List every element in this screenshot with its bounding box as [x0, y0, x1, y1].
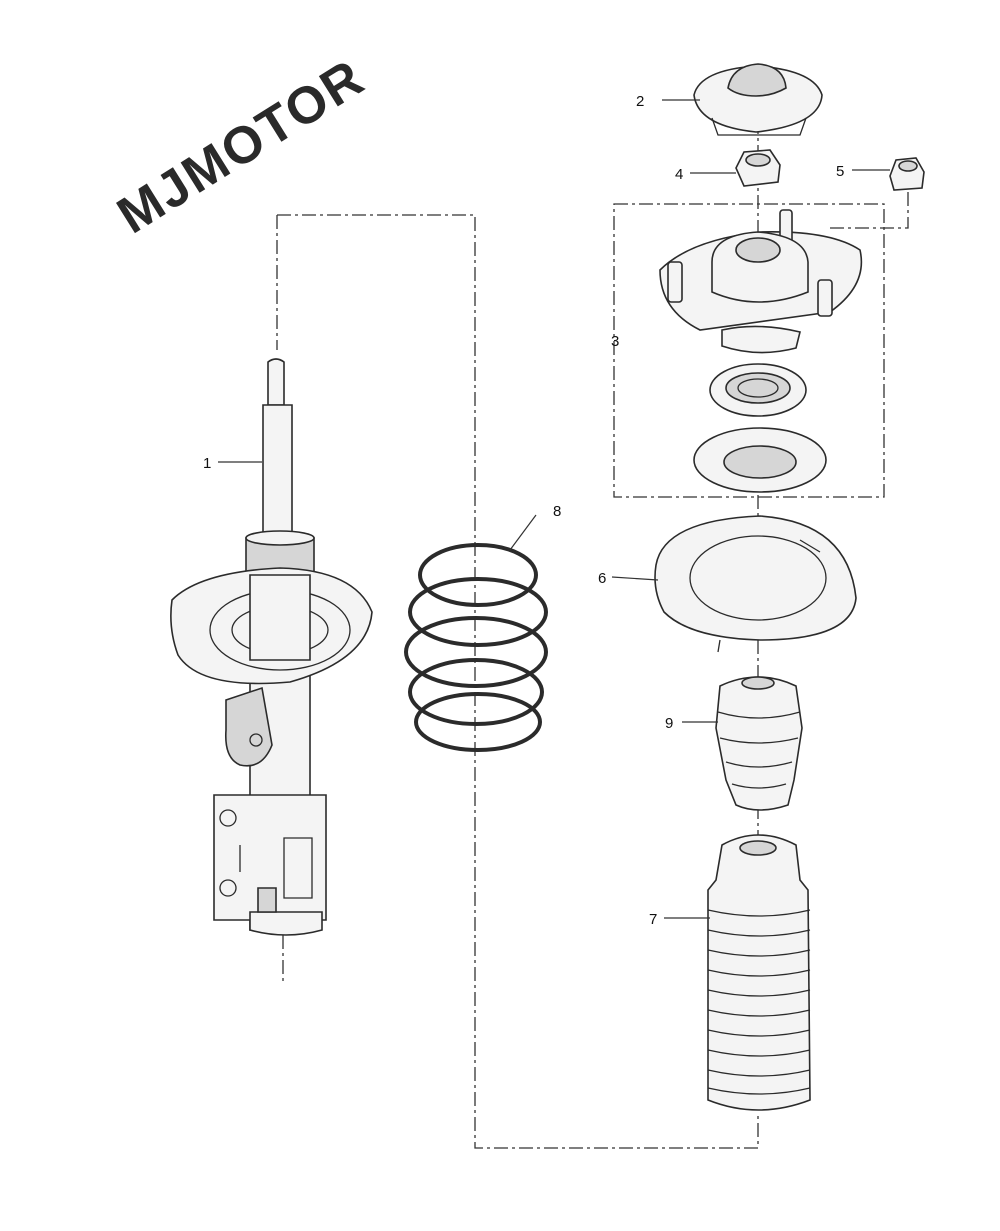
- callout-9: 9: [665, 715, 673, 732]
- callout-7: 7: [649, 911, 657, 928]
- part-7-dust-boot: [707, 834, 811, 1111]
- callout-4: 4: [675, 166, 683, 183]
- part-4-nut: [735, 149, 781, 187]
- callout-5: 5: [836, 163, 844, 180]
- callout-2: 2: [636, 93, 644, 110]
- callout-1: 1: [203, 455, 211, 472]
- callout-3: 3: [611, 333, 619, 350]
- callout-labels: 2 4 5 3 1 8 6 9 7: [203, 93, 844, 928]
- part-5-nut: [889, 157, 925, 191]
- callout-8: 8: [553, 503, 561, 520]
- part-1-shock-absorber: [170, 358, 373, 936]
- part-2-top-cap: [693, 63, 823, 136]
- leader-lines: [218, 99, 890, 919]
- part-3-strut-mount-assembly: [659, 209, 863, 493]
- part-6-spring-seat: [654, 515, 857, 653]
- part-9-bump-stop: [715, 676, 803, 811]
- callout-6: 6: [598, 570, 606, 587]
- part-8-coil-spring: [404, 543, 548, 752]
